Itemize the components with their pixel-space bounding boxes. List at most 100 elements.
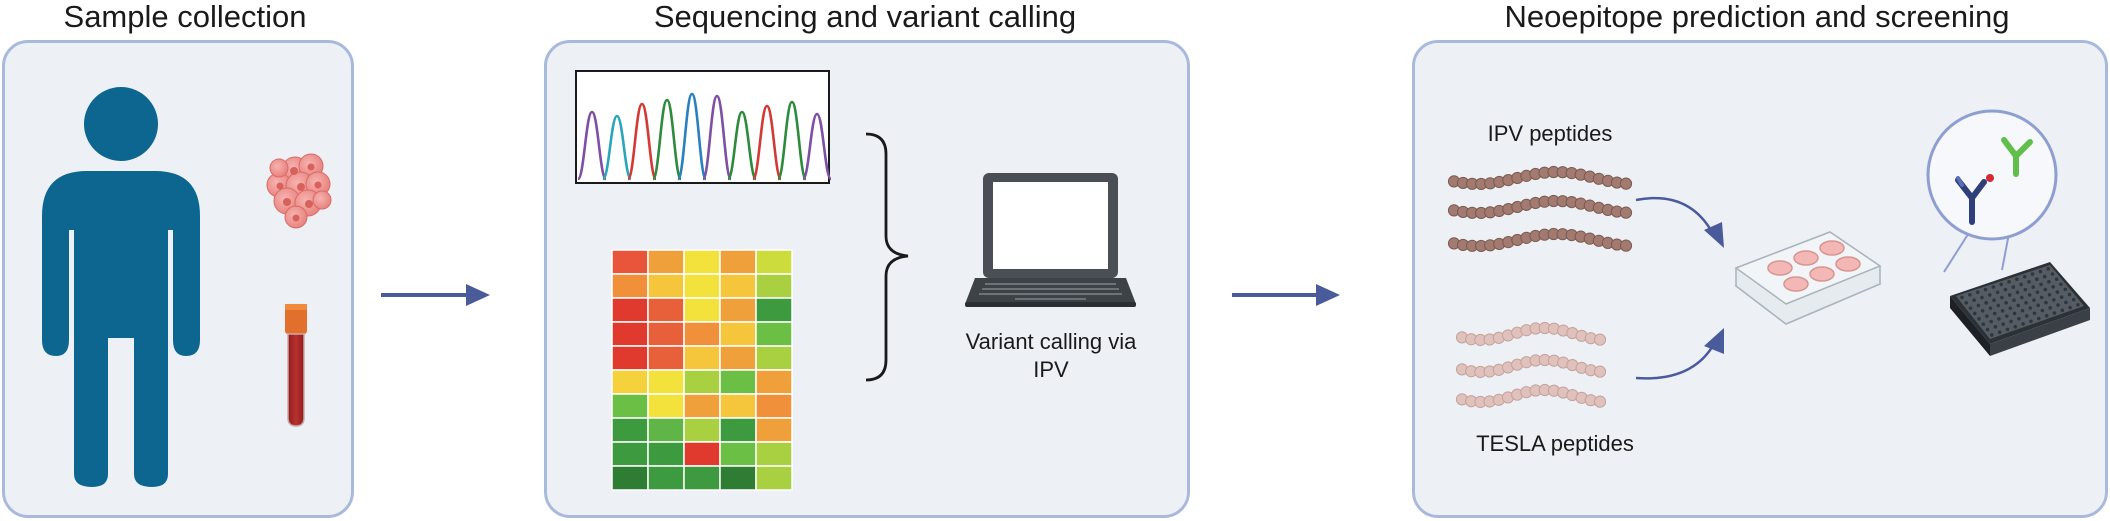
heatmap-cell — [683, 273, 721, 299]
heatmap-cell — [647, 321, 685, 347]
heatmap-cell — [683, 321, 721, 347]
chromatogram-peak — [801, 112, 833, 181]
microplate-well — [2011, 285, 2016, 289]
microplate-well — [1989, 333, 1994, 337]
microplate-well — [2017, 316, 2021, 321]
microplate-well — [2032, 311, 2037, 316]
curved-arrow-icon — [1635, 196, 1724, 248]
microplate-well — [1992, 311, 1997, 316]
heatmap-cell — [683, 441, 721, 467]
microplate-well — [2000, 309, 2005, 313]
person-icon — [42, 87, 200, 487]
heatmap-icon — [611, 249, 793, 491]
heatmap-cell — [611, 249, 649, 275]
heatmap-cell — [611, 345, 649, 371]
microplate-well — [2052, 311, 2057, 315]
variant-calling-line-2: IPV — [1033, 357, 1069, 382]
peptide-bead — [1619, 239, 1633, 252]
microplate-well — [2007, 293, 2012, 297]
microplate-well — [2024, 314, 2029, 318]
microplate-well — [2064, 300, 2068, 305]
microplate-well — [2015, 277, 2019, 282]
microplate-well — [2071, 297, 2076, 302]
heatmap-cell — [611, 465, 649, 491]
variant-calling-line-1: Variant calling via — [965, 329, 1137, 354]
microplate-well — [2021, 322, 2025, 326]
heatmap-cell — [719, 441, 757, 467]
microplate-well — [2036, 303, 2040, 308]
microplate-well — [2003, 287, 2008, 292]
microplate-well — [2020, 308, 2025, 313]
tumor-cells-icon — [266, 153, 332, 229]
microplate-well — [2059, 295, 2064, 300]
microplate-well — [1977, 317, 1981, 321]
microplate-well — [2027, 280, 2031, 284]
microplate-well — [2027, 293, 2032, 297]
tesla-peptides-icon — [1455, 321, 1607, 409]
microplate-well — [1960, 295, 1964, 300]
heatmap-cell — [755, 273, 793, 299]
heatmap-cell — [755, 465, 793, 491]
microplate-well — [2043, 287, 2048, 292]
heatmap-cell — [683, 345, 721, 371]
heatmap-cell — [755, 441, 793, 467]
microplate-well — [2030, 272, 2035, 276]
microplate-well — [2048, 306, 2053, 310]
heatmap-cell — [719, 249, 757, 275]
peptide-bead — [1619, 206, 1633, 219]
microplate-well — [1975, 290, 1980, 295]
microplate-well — [2050, 272, 2055, 276]
blood-tube-icon — [285, 304, 307, 427]
heatmap-cell — [755, 369, 793, 395]
heatmap-cell — [755, 345, 793, 371]
heatmap-cell — [647, 369, 685, 395]
microplate-well — [2047, 292, 2052, 297]
microplate-well — [2054, 277, 2059, 281]
heatmap-cell — [719, 393, 757, 419]
microplate-well — [2068, 305, 2072, 310]
microplate-well — [2051, 285, 2055, 289]
microplate-well — [1964, 300, 1969, 305]
microplate-well — [2004, 301, 2008, 305]
microplate-well — [2039, 282, 2043, 287]
microplate-well — [1996, 303, 2001, 308]
microplate-well — [1988, 306, 1993, 310]
microplate-well — [1972, 298, 1976, 302]
chromatogram-icon — [575, 70, 833, 184]
microplate-well — [2031, 285, 2036, 289]
microplate-well — [2015, 290, 2020, 295]
microplate-well — [2028, 306, 2033, 310]
microplate-well — [2035, 290, 2040, 295]
microplate-well — [1981, 322, 1986, 327]
microplate-well — [2067, 292, 2072, 297]
microplate-well — [2019, 282, 2023, 287]
peptide-bead — [1593, 333, 1607, 346]
heatmap-cell — [611, 273, 649, 299]
heatmap-cell — [683, 393, 721, 419]
microplate-well — [2012, 311, 2017, 316]
microplate-well — [2076, 303, 2080, 307]
microplate-well — [1997, 330, 2002, 335]
heatmap-cell — [647, 465, 685, 491]
microplate-well — [1991, 285, 1996, 289]
laptop-icon — [965, 173, 1136, 307]
panel-title-sequencing: Sequencing and variant calling — [653, 0, 1077, 34]
chromatogram-peak — [776, 100, 808, 181]
microplate-well — [2055, 290, 2060, 294]
microplate-well — [2016, 303, 2021, 308]
microplate-well — [2056, 303, 2060, 307]
microplate-well — [2034, 277, 2039, 282]
microplate-well — [1983, 287, 1988, 292]
microplate-well — [1997, 317, 2001, 321]
chromatogram-peak — [701, 94, 733, 181]
microplate-well — [1995, 290, 2000, 295]
heatmap-cell — [611, 441, 649, 467]
microplate-well — [1984, 301, 1989, 305]
panel-title-neoepitope: Neoepitope prediction and screening — [1504, 0, 2010, 34]
ipv-peptides-icon — [1447, 165, 1633, 253]
microplate-well — [2000, 295, 2004, 300]
microplate-well — [1989, 319, 1993, 324]
heatmap-cell — [719, 369, 757, 395]
microplate-well — [2005, 327, 2010, 332]
